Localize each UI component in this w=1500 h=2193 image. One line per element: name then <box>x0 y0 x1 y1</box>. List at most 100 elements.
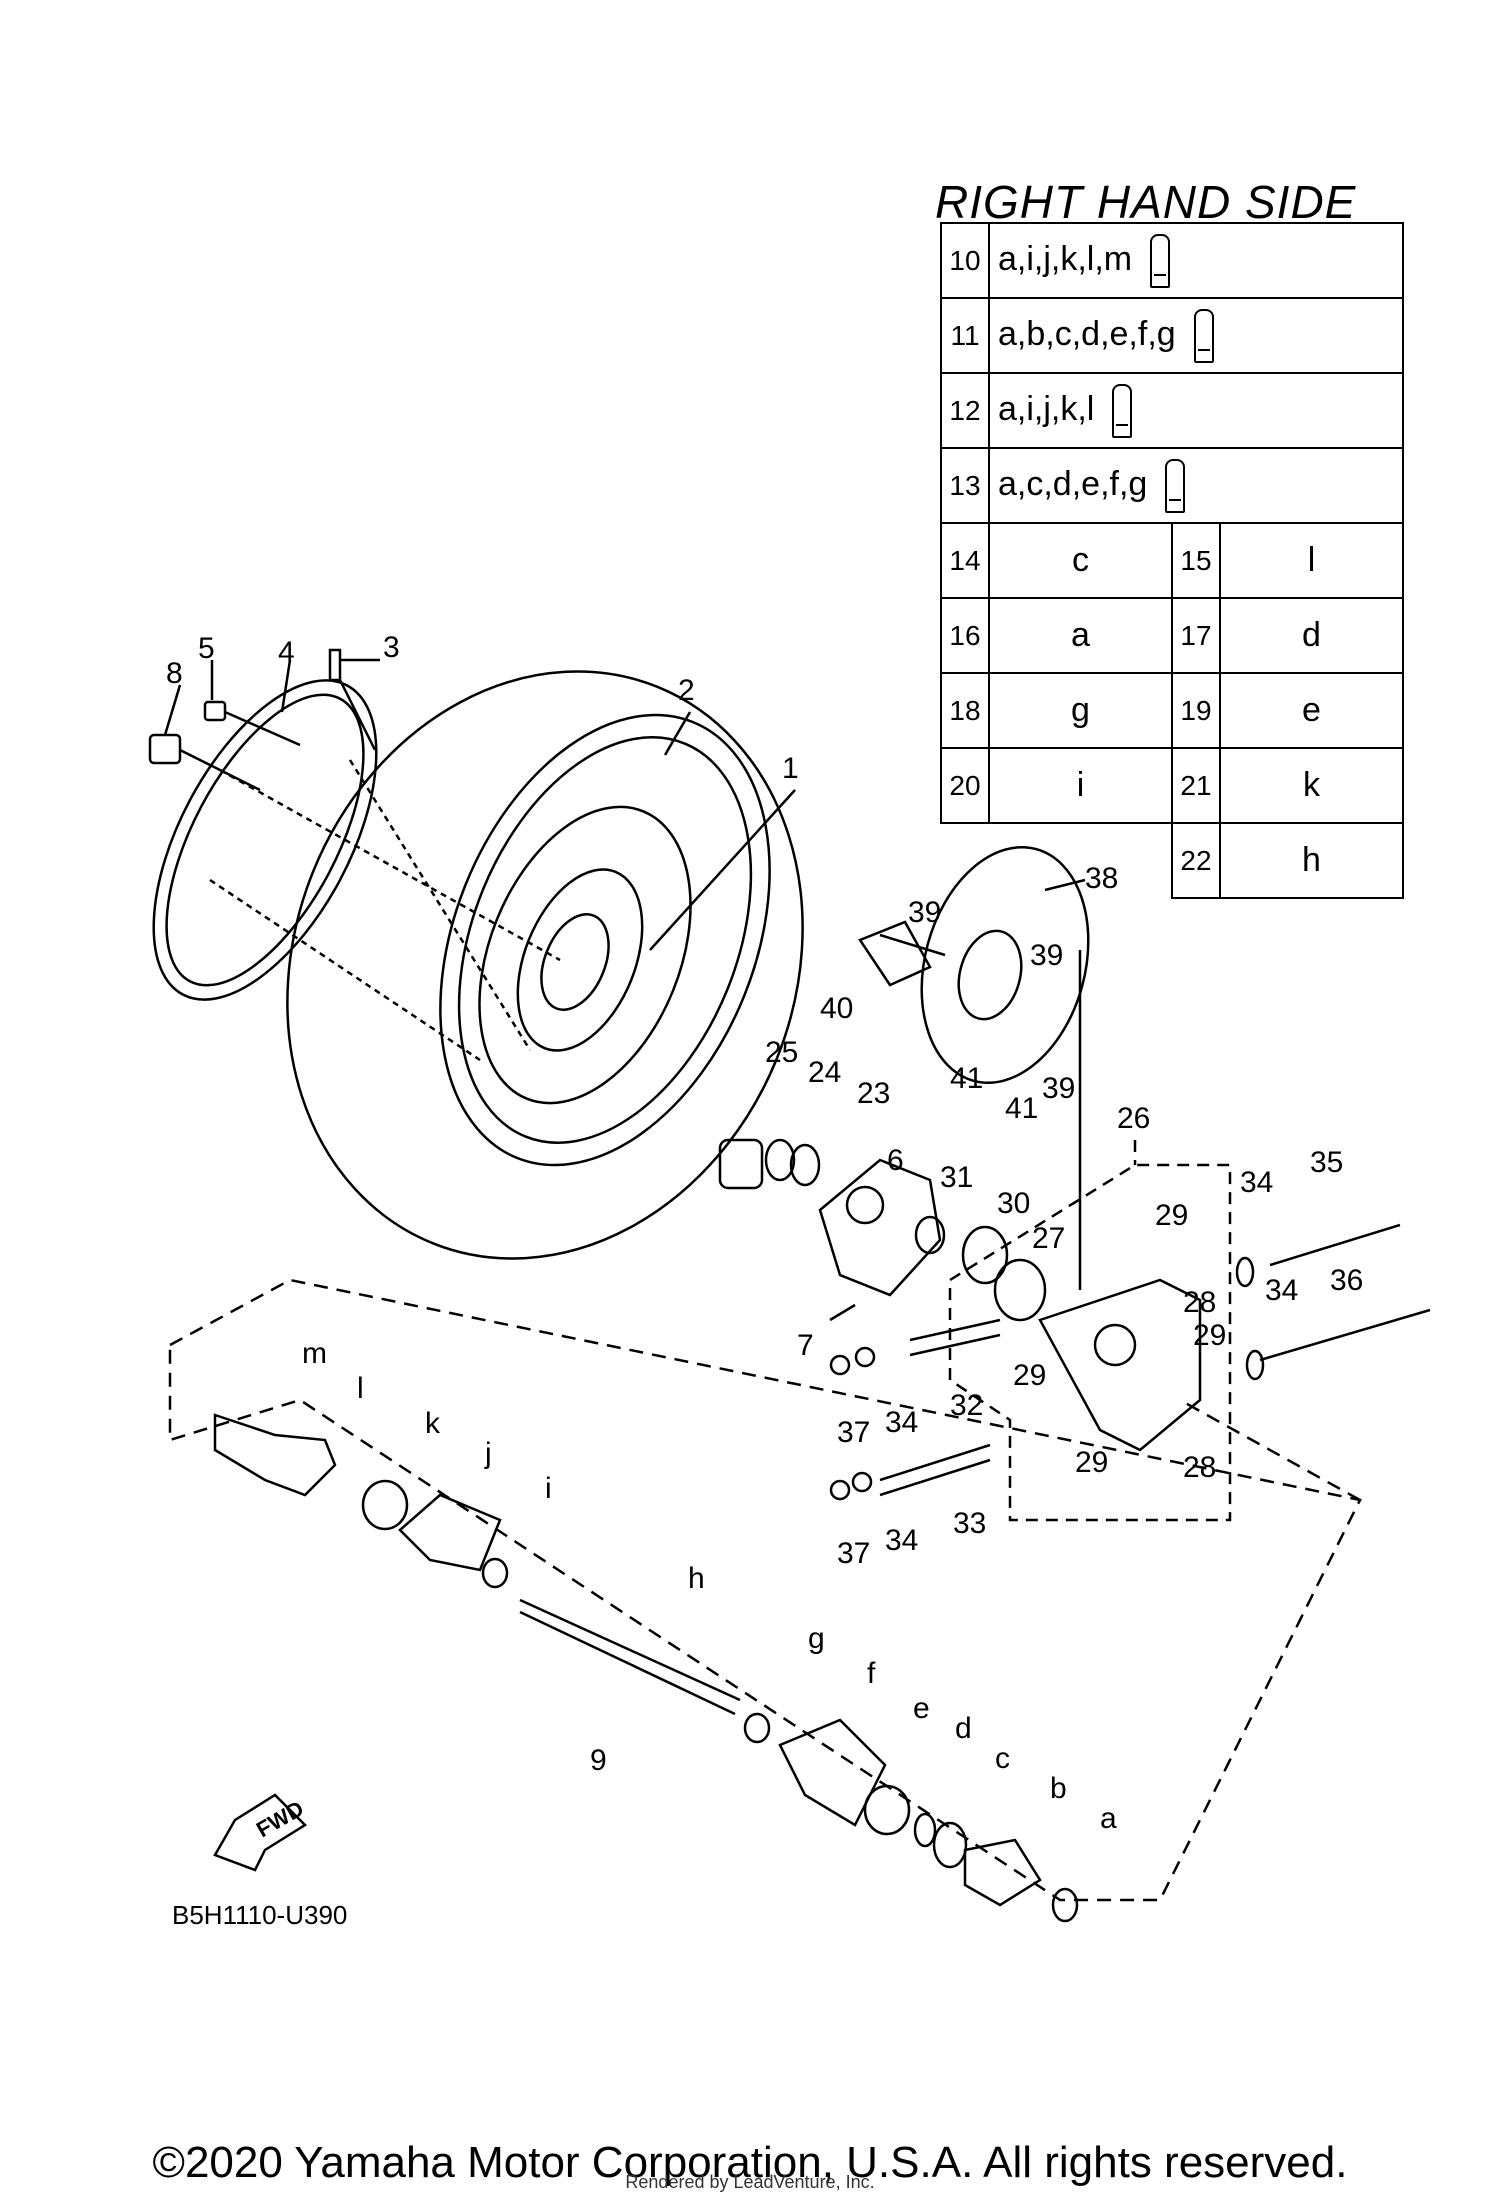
row-letters: a,b,c,d,e,f,g <box>988 297 1404 374</box>
grease-tube-icon <box>1112 383 1133 438</box>
knuckle-group-box <box>948 1140 1232 1522</box>
callout-l: l <box>357 1372 364 1405</box>
driveshaft <box>213 1413 1079 1923</box>
callout-8: 8 <box>166 657 183 690</box>
callout-f: f <box>867 1657 876 1690</box>
letters-text: a,b,c,d,e,f,g <box>998 314 1176 353</box>
rendered-by-note: Rendered by LeadVenture, Inc. <box>625 2172 875 2192</box>
callout-25: 25 <box>765 1036 798 1069</box>
callout-41b: 41 <box>1005 1092 1038 1125</box>
callout-38: 38 <box>1085 862 1118 895</box>
row-number: 14 <box>940 522 990 599</box>
callout-28a: 28 <box>1183 1286 1216 1319</box>
leader-lines <box>163 658 796 951</box>
table-row: 16 a 17 d <box>940 597 1404 674</box>
callout-27: 27 <box>1032 1222 1065 1255</box>
callout-3: 3 <box>383 631 400 664</box>
row-number: 12 <box>940 372 990 449</box>
lubrication-table: 10 a,i,j,k,l,m 11 a,b,c,d,e,f,g 12 a,i,j… <box>940 222 1404 899</box>
callout-39c: 39 <box>1042 1072 1075 1105</box>
beadlock-ring <box>152 679 378 1001</box>
callout-i: i <box>545 1472 552 1505</box>
row-number: 18 <box>940 672 990 749</box>
row-number: 21 <box>1171 747 1221 824</box>
small-hardware <box>148 648 377 792</box>
row-letters: a,i,j,k,l,m <box>988 222 1404 299</box>
long-bolts <box>1235 1223 1431 1381</box>
callout-37a: 37 <box>837 1416 870 1449</box>
row-number: 22 <box>1171 822 1221 899</box>
callout-23: 23 <box>857 1077 890 1110</box>
callout-39a: 39 <box>908 896 941 929</box>
callout-k: k <box>425 1407 441 1440</box>
grease-tube-icon <box>1165 458 1186 513</box>
empty-cell <box>989 823 1172 898</box>
callout-40: 40 <box>820 992 853 1025</box>
callout-4: 4 <box>278 636 295 669</box>
callout-26: 26 <box>1117 1102 1150 1135</box>
table-row: 12 a,i,j,k,l <box>940 372 1404 449</box>
tire <box>286 670 804 1260</box>
callout-28b: 28 <box>1183 1451 1216 1484</box>
row-letter: g <box>988 672 1173 749</box>
fwd-label: FWD <box>252 1796 308 1843</box>
row-letter: c <box>988 522 1173 599</box>
table-row: 14 c 15 l <box>940 522 1404 599</box>
grease-tube-icon <box>1193 308 1214 363</box>
brake-pad <box>858 920 932 987</box>
callout-29a: 29 <box>1155 1199 1188 1232</box>
callout-41a: 41 <box>950 1062 983 1095</box>
callout-39b: 39 <box>1030 939 1063 972</box>
table-row: 20 i 21 k <box>940 747 1404 824</box>
letters-text: a,i,j,k,l <box>998 389 1095 428</box>
row-number: 10 <box>940 222 990 299</box>
callout-34d: 34 <box>885 1524 918 1557</box>
row-letter: a <box>988 597 1173 674</box>
callout-31: 31 <box>940 1161 973 1194</box>
callout-b: b <box>1050 1772 1067 1805</box>
table-row: 13 a,c,d,e,f,g <box>940 447 1404 524</box>
row-number: 16 <box>940 597 990 674</box>
callout-6: 6 <box>887 1144 904 1177</box>
callout-5: 5 <box>198 632 215 665</box>
callout-29c: 29 <box>1013 1359 1046 1392</box>
callout-33: 33 <box>953 1507 986 1540</box>
callout-m: m <box>302 1337 327 1370</box>
row-number: 13 <box>940 447 990 524</box>
knuckle <box>961 950 1202 1452</box>
row-letter: i <box>988 747 1173 824</box>
callout-c: c <box>995 1742 1010 1775</box>
table-row: 10 a,i,j,k,l,m <box>940 222 1404 299</box>
collars <box>829 1318 1001 1501</box>
row-letter: l <box>1219 522 1404 599</box>
callout-h: h <box>688 1562 705 1595</box>
row-letter: e <box>1219 672 1404 749</box>
callout-24: 24 <box>808 1056 841 1089</box>
callout-37b: 37 <box>837 1537 870 1570</box>
row-number: 17 <box>1171 597 1221 674</box>
letters-text: a,i,j,k,l,m <box>998 239 1133 278</box>
fwd-arrow-icon <box>213 1793 307 1872</box>
table-row: 22 h <box>941 822 1404 899</box>
row-letters: a,i,j,k,l <box>988 372 1404 449</box>
callout-1: 1 <box>782 752 799 785</box>
callouts: 1 2 3 4 5 6 7 8 9 23 24 25 26 27 28 28 2… <box>166 631 1363 1835</box>
brake-disc <box>879 846 1090 1084</box>
callout-29b: 29 <box>1193 1319 1226 1352</box>
row-number: 19 <box>1171 672 1221 749</box>
callout-29d: 29 <box>1075 1446 1108 1479</box>
callout-2: 2 <box>678 674 695 707</box>
diagram-code: B5H1110-U390 <box>172 1900 348 1930</box>
row-number: 20 <box>940 747 990 824</box>
callout-34a: 34 <box>1240 1166 1273 1199</box>
copyright-notice: ©2020 Yamaha Motor Corporation, U.S.A. A… <box>152 2138 1348 2187</box>
hub-assembly <box>718 1138 946 1322</box>
callout-36: 36 <box>1330 1264 1363 1297</box>
callout-7: 7 <box>797 1329 814 1362</box>
table-title: RIGHT HAND SIDE <box>935 176 1357 228</box>
row-letter: k <box>1219 747 1404 824</box>
row-number: 11 <box>940 297 990 374</box>
table-row: 18 g 19 e <box>940 672 1404 749</box>
row-number: 15 <box>1171 522 1221 599</box>
